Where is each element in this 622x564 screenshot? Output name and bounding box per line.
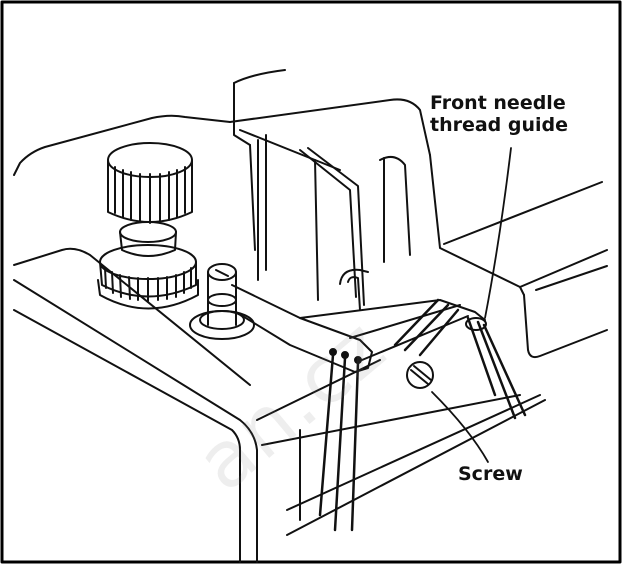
needle-bar-housing bbox=[233, 69, 365, 306]
guide-label-line1: Front needle bbox=[430, 92, 566, 114]
machine-body bbox=[13, 98, 608, 563]
thread-guide-bar bbox=[231, 268, 487, 373]
screw-label: Screw bbox=[458, 463, 523, 485]
screw-leader-line bbox=[431, 391, 489, 463]
threads bbox=[318, 298, 527, 532]
front-needle-thread-guide-label: Front needle thread guide bbox=[430, 92, 620, 137]
tension-knob bbox=[97, 142, 199, 310]
guide-label-line2: thread guide bbox=[430, 113, 569, 136]
guide-leader-line bbox=[484, 147, 512, 319]
leader-lines bbox=[431, 147, 512, 463]
screw-drawing bbox=[406, 361, 434, 389]
thread-post bbox=[189, 263, 255, 340]
